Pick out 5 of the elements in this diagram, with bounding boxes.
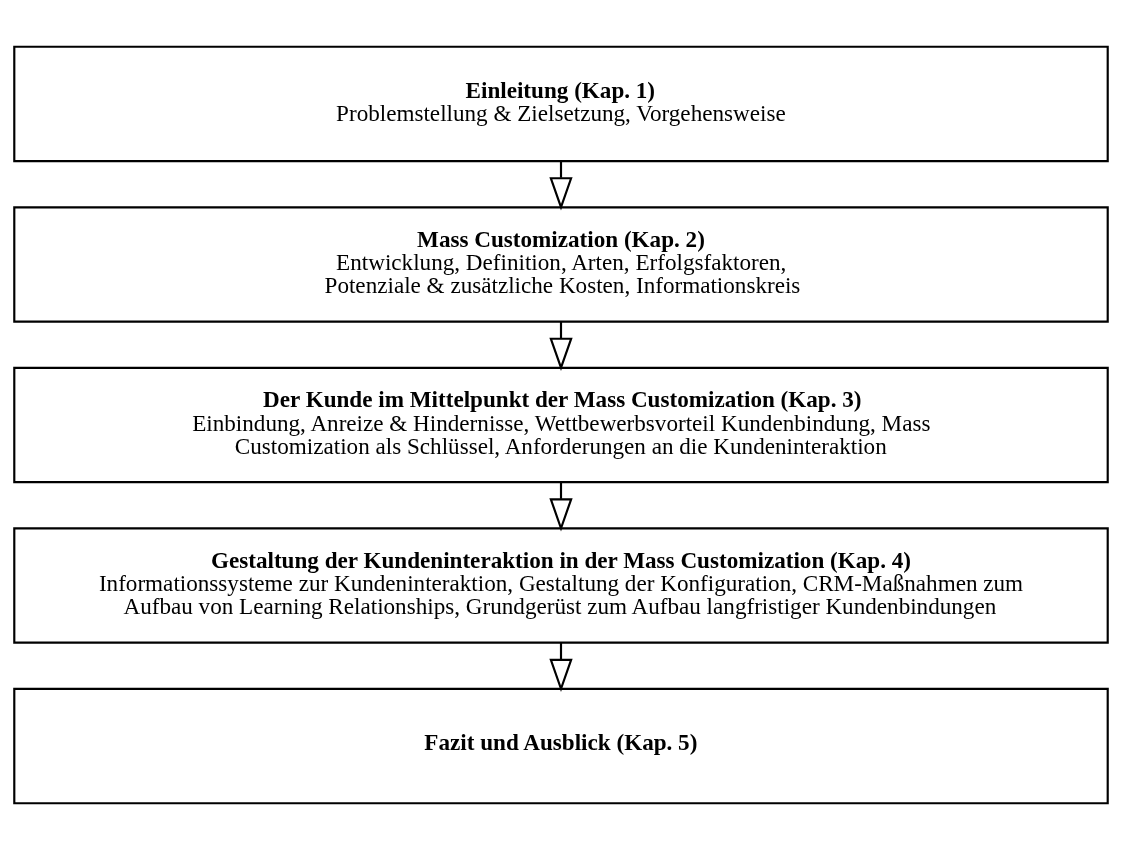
node-box: Mass Customization (Kap. 2) Entwicklung, Definition, Arten, Erfolgsfaktoren, Potenziale & zusätzliche Kosten, Informationskreis — [13, 206, 1109, 323]
node-box: Fazit und Ausblick (Kap. 5) — [13, 687, 1109, 805]
node-box: Gestaltung der Kundeninteraktion in der Mass Customization (Kap. 4) Informationssysteme zur Kundeninteraktion, Gestaltung der Konfiguration, CRM-Maßnahmen zum Aufbau von Learning Relationships, Grundgerüst zum Aufbau langfristiger Kundenbindungen — [13, 527, 1109, 644]
node-box: Einleitung (Kap. 1) Problemstellung & Zielsetzung, Vorgehensweise — [13, 45, 1109, 163]
node-box: Der Kunde im Mittelpunkt der Mass Customization (Kap. 3) Einbindung, Anreize & Hindernisse, Wettbewerbsvorteil Kundenbindung, Mass Customization als Schlüssel, Anforderungen an die Kundeninteraktion — [13, 366, 1109, 484]
